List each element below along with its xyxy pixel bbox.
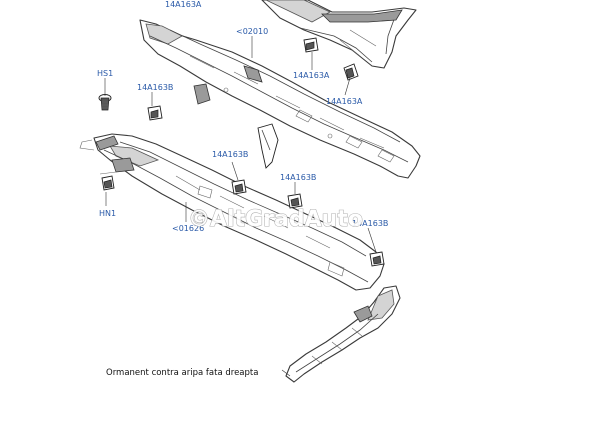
callout-mid-14a163a-2: 14A163A [326,97,363,106]
upper-right-bracket [261,0,417,69]
callout-upper-beam: <02010 [236,27,268,36]
callout-lower-right-14a163b: 14A163B [352,219,388,228]
callout-top-14a163a: 14A163A [165,0,202,9]
fender-trim-piece [285,285,401,383]
callout-lower-beam: <01626 [172,224,204,233]
diagram-caption: Ormanent contra aripa fata dreapta [106,368,258,378]
callout-hs1: HS1 [97,69,113,78]
callout-center-14a163b: 14A163B [212,150,248,159]
clip-group-lower [231,179,385,267]
callout-right-14a163b: 14A163B [280,173,316,182]
callout-left-14a163b: 14A163B [137,83,173,92]
watermark: ©AltGradAuto [188,207,363,232]
callout-mid-14a163a-1: 14A163A [293,71,330,80]
hn1-clip-icon [99,171,117,191]
lower-beam [79,133,385,291]
clip-group-upper [147,37,359,121]
upper-beam [139,19,421,179]
leader-lines [104,36,377,377]
callout-hn1: HN1 [99,209,116,218]
hs1-screw-icon [98,94,112,111]
